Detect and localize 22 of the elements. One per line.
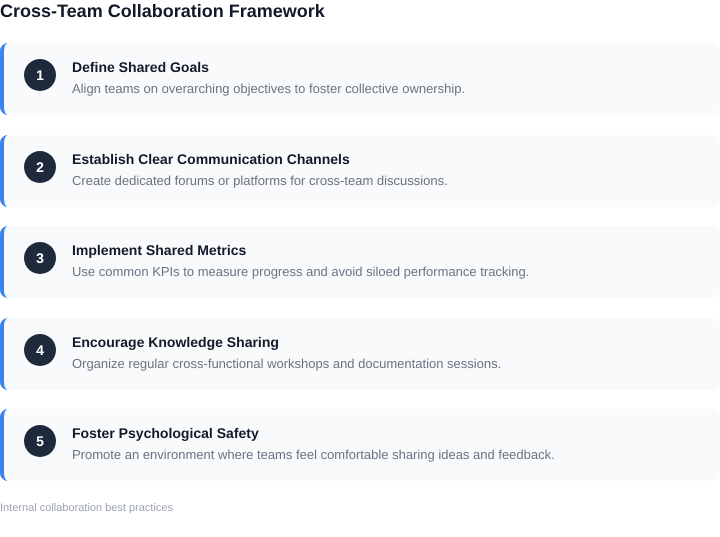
step-heading: Foster Psychological Safety — [72, 425, 259, 442]
step-description: Use common KPIs to measure progress and avoid siloed performance tracking. — [72, 264, 530, 280]
step-card — [0, 43, 720, 115]
step-number: 2 — [24, 151, 56, 183]
step-number: 1 — [24, 59, 56, 91]
step-card — [0, 135, 720, 207]
step-description: Align teams on overarching objectives to foster collective ownership. — [72, 81, 466, 97]
step-heading: Implement Shared Metrics — [72, 242, 246, 259]
step-heading: Encourage Knowledge Sharing — [72, 334, 279, 351]
step-heading: Establish Clear Communication Channels — [72, 151, 350, 168]
caption-text: Internal collaboration best practices — [0, 501, 174, 515]
step-heading: Define Shared Goals — [72, 59, 209, 76]
step-number: 5 — [24, 425, 56, 457]
step-card — [0, 409, 720, 481]
step-description: Promote an environment where teams feel comfortable sharing ideas and feedback. — [72, 447, 555, 463]
step-description: Organize regular cross-functional workshops and documentation sessions. — [72, 356, 502, 372]
step-description: Create dedicated forums or platforms for cross-team discussions. — [72, 173, 448, 189]
step-number: 4 — [24, 334, 56, 366]
step-card — [0, 226, 720, 298]
step-number: 3 — [24, 242, 56, 274]
diagram-title: Cross-Team Collaboration Framework — [0, 0, 325, 22]
step-card — [0, 318, 720, 390]
